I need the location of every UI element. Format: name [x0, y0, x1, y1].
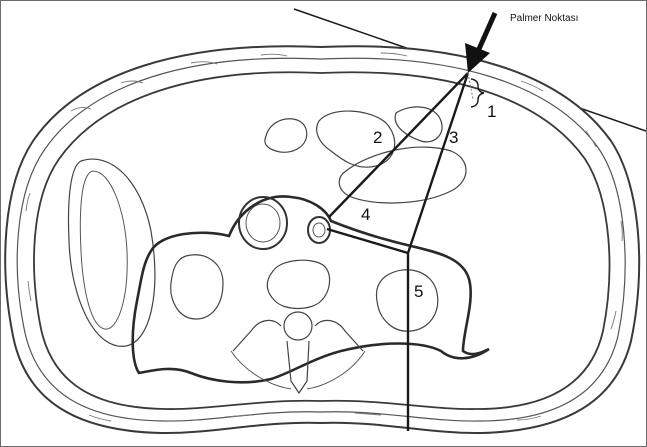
label-2: 2: [373, 129, 382, 146]
label-1: 1: [487, 103, 496, 120]
entry-arrow-shaft: [479, 13, 495, 49]
palmer-point-caption: Palmer Noktası: [510, 14, 578, 24]
label-3: 3: [449, 129, 458, 146]
label-4: 4: [361, 206, 370, 223]
label-5: 5: [414, 283, 423, 300]
body-outer-skin: [5, 46, 639, 433]
